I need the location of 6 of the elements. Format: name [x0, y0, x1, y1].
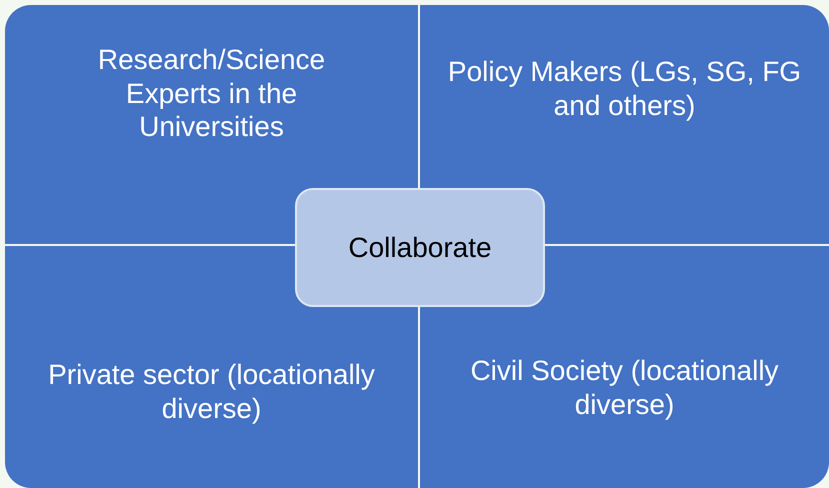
box-text: Private sector (locationally diverse): [47, 358, 376, 426]
box-text: Policy Makers (LGs, SG, FG and others): [446, 55, 802, 122]
box-text: Collaborate: [348, 232, 492, 264]
box-text: Civil Society (locationally diverse): [469, 354, 780, 422]
center-box: [295, 188, 545, 307]
box-text: Research/Science Experts in the Universities: [96, 43, 326, 144]
